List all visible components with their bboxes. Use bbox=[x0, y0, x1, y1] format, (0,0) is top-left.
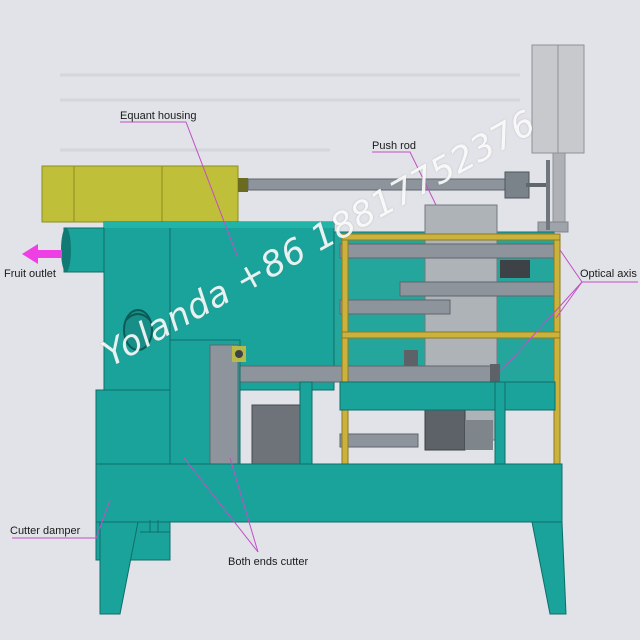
optical-axis-frame bbox=[341, 233, 561, 481]
label-both-ends-cutter: Both ends cutter bbox=[228, 556, 309, 568]
label-push-rod: Push rod bbox=[372, 140, 417, 152]
push-rod bbox=[247, 160, 550, 230]
background-structure bbox=[60, 73, 520, 152]
label-cutter-damper: Cutter damper bbox=[10, 525, 81, 537]
machine-base bbox=[95, 389, 567, 615]
label-fruit-outlet: Fruit outlet bbox=[4, 268, 56, 280]
fruit-outlet-arrow bbox=[22, 244, 62, 264]
vertical-column bbox=[531, 44, 585, 233]
lower-mechanism bbox=[169, 339, 556, 467]
leader-lines bbox=[12, 121, 638, 553]
fruit-outlet-tube bbox=[61, 227, 111, 273]
equant-housing-box bbox=[41, 165, 248, 223]
label-optical-axis: Optical axis se bbox=[580, 268, 640, 280]
label-equant-housing: Equant housing bbox=[120, 110, 197, 122]
